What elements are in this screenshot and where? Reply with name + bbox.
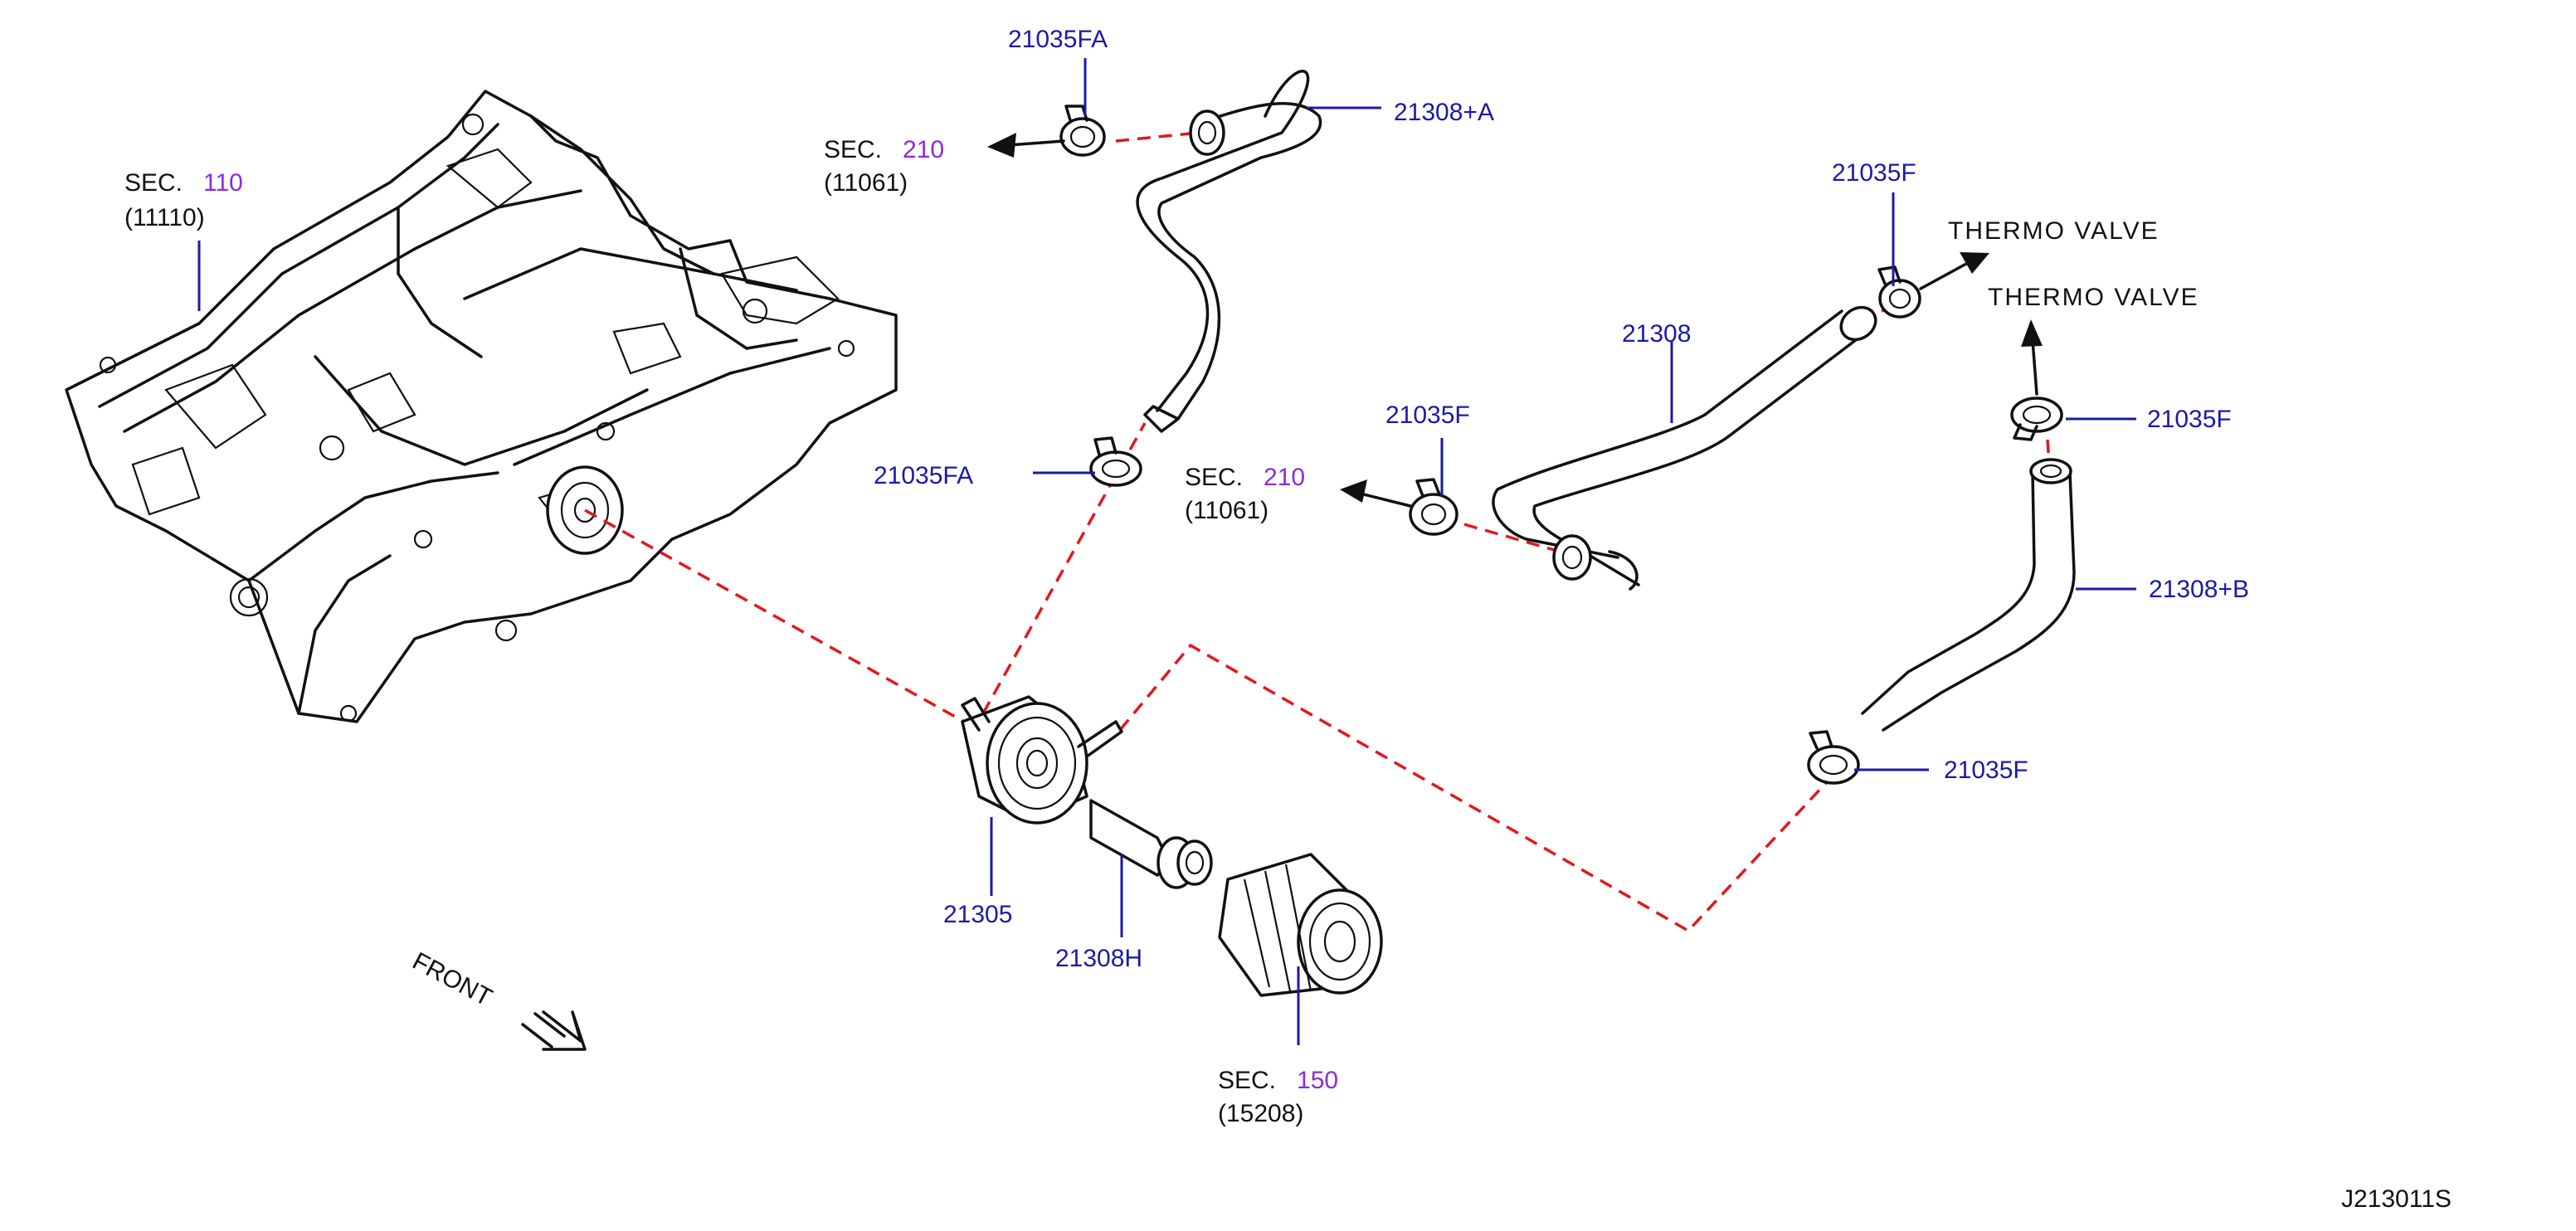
label-21308a: 21308+A — [1394, 99, 1494, 126]
sec110-ref: (11110) — [124, 204, 205, 231]
sec210-top-ref: (11061) — [824, 169, 908, 197]
front-label: FRONT — [408, 947, 497, 1012]
oil-cooler-21305 — [961, 695, 1123, 825]
hose-21308 — [1492, 305, 1877, 591]
sec150-label: SEC.150 — [1218, 1067, 1338, 1094]
thermo-valve-label-1: THERMO VALVE — [1948, 217, 2160, 245]
arrow-to-thermo-valve-2 — [2021, 319, 2043, 396]
leader-lines — [197, 58, 2136, 1045]
sec150-ref: (15208) — [1218, 1100, 1303, 1127]
dashed-connection-lines — [584, 131, 2051, 933]
label-21035f-right: 21035F — [2147, 406, 2232, 433]
clamp-21035f-mid — [1409, 478, 1458, 536]
clamp-21035fa-low — [1089, 436, 1142, 487]
arrow-to-sec210-mid — [1340, 479, 1412, 508]
label-21035f-top: 21035F — [1832, 159, 1916, 187]
clamp-21035f-bottom — [1807, 730, 1860, 785]
front-arrow — [521, 1010, 587, 1051]
label-21035f-mid: 21035F — [1385, 401, 1470, 429]
clamp-21035f-right — [2010, 397, 2063, 441]
label-21308b: 21308+B — [2149, 576, 2249, 603]
sec210-top-label: SEC.210 — [824, 136, 944, 163]
sec110-label: SEC.110 — [124, 169, 243, 197]
thermo-valve-label-2: THERMO VALVE — [1988, 284, 2199, 311]
label-21035fa-low: 21035FA — [874, 462, 973, 489]
label-21035fa-top: 21035FA — [1008, 26, 1108, 53]
diagram-id: J213011S — [2341, 1185, 2452, 1213]
connector-21308h — [1089, 799, 1213, 889]
sec210-mid-ref: (11061) — [1185, 497, 1269, 524]
label-21305: 21305 — [943, 901, 1012, 928]
sec210-mid-label: SEC.210 — [1185, 464, 1305, 491]
oil-filter — [1218, 853, 1383, 997]
label-21308h: 21308H — [1055, 945, 1142, 972]
label-21308: 21308 — [1622, 320, 1691, 348]
clamp-21035f-top — [1877, 265, 1921, 319]
hose-21308-a — [1136, 70, 1322, 433]
label-21035f-bottom: 21035F — [1944, 757, 2028, 784]
hose-21308-b — [1861, 458, 2076, 732]
arrow-to-thermo-valve-1 — [1919, 252, 1989, 290]
arrow-to-sec210-top — [987, 133, 1065, 158]
clamp-21035fa-top — [1059, 105, 1106, 157]
cylinder-block-drawing — [65, 90, 898, 723]
